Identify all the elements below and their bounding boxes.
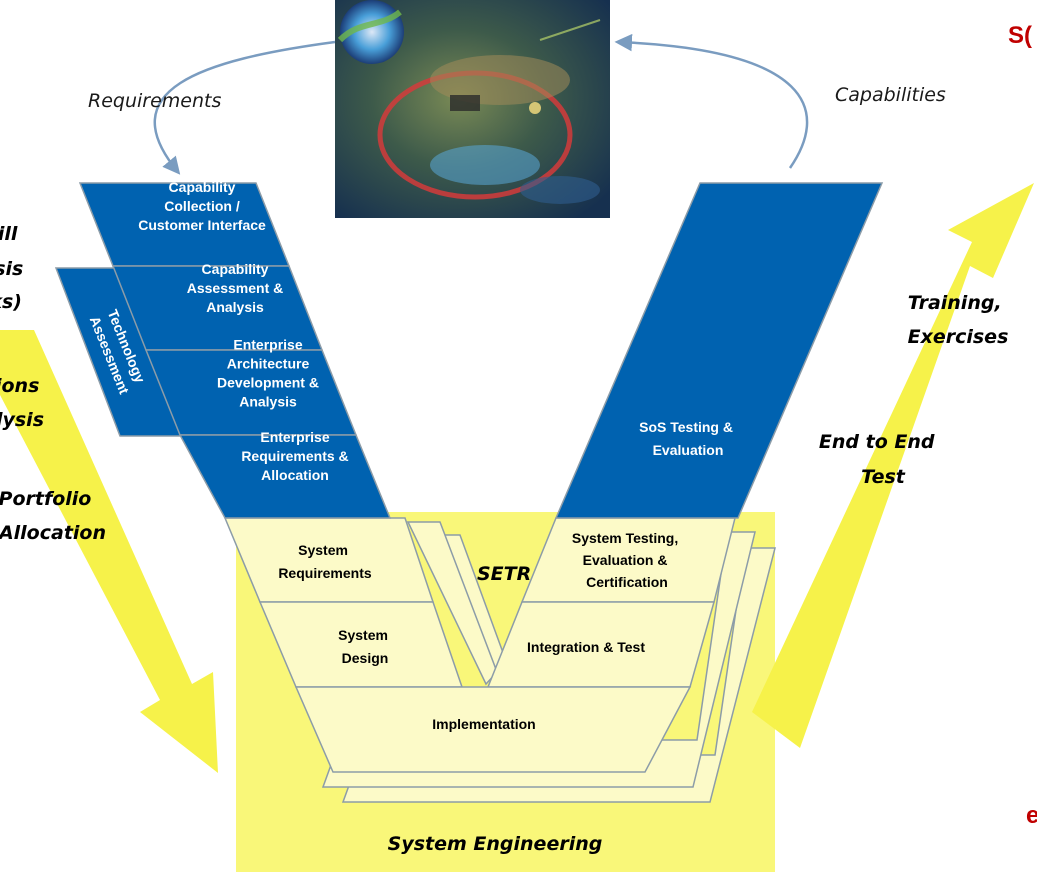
enterprise-requirements-block (178, 434, 392, 519)
setr-label: SETR (477, 563, 531, 585)
system-requirements-label: System Requirements (278, 542, 372, 581)
portfolio-allocation-label: Portfolio Allocation (0, 488, 106, 544)
capabilities-label: Capabilities (835, 84, 946, 106)
red-cut-top: S( (1008, 22, 1032, 49)
training-arrow (752, 183, 1034, 748)
end-to-end-label: End to End Test (819, 431, 941, 488)
left-cut-label-1: ill ysis ks) (0, 223, 30, 313)
training-exercises-label: Training, Exercises (908, 292, 1009, 348)
implementation-label: Implementation (432, 716, 535, 732)
implementation-block (294, 686, 692, 773)
system-design-block (258, 601, 464, 688)
integration-test-label: Integration & Test (527, 639, 645, 655)
system-engineering-label: System Engineering (388, 833, 603, 855)
system-requirements-block (223, 517, 435, 603)
requirements-arrow (153, 40, 336, 175)
operational-picture (335, 0, 610, 218)
sos-testing-label: SoS Testing & Evaluation (639, 419, 737, 458)
capabilities-arrow (614, 33, 809, 169)
requirements-label: Requirements (88, 90, 221, 112)
system-testing-label: System Testing, Evaluation & Certificati… (572, 530, 682, 590)
left-cut-label-2: tions lysis (0, 375, 46, 431)
portfolio-arrow (0, 330, 218, 773)
system-design-label: System Design (338, 627, 392, 666)
sos-testing-block (554, 182, 884, 519)
red-cut-bottom: e (1026, 802, 1037, 829)
